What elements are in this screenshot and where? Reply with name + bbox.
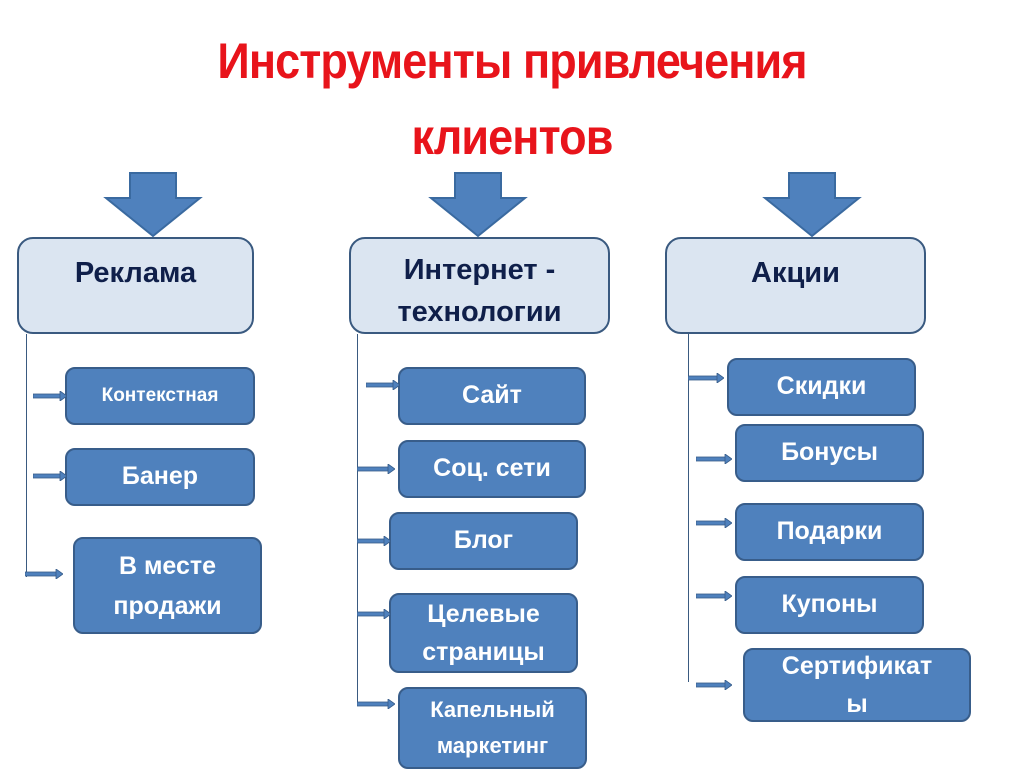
item-sots-seti: Соц. сети	[398, 440, 586, 498]
right-arrow-icon	[25, 569, 63, 579]
item-kupony: Купоны	[735, 576, 924, 634]
connector-line	[688, 334, 689, 682]
down-arrow-icon	[103, 172, 203, 238]
item-skidki: Скидки	[727, 358, 916, 416]
right-arrow-icon	[696, 680, 732, 690]
down-arrow-icon	[428, 172, 528, 238]
right-arrow-icon	[696, 454, 732, 464]
item-baner: Банер	[65, 448, 255, 506]
right-arrow-icon	[688, 373, 724, 383]
item-podarki: Подарки	[735, 503, 924, 561]
title-line-2: клиентов	[411, 109, 614, 165]
item-bonusy: Бонусы	[735, 424, 924, 482]
right-arrow-icon	[696, 591, 732, 601]
category-reklama: Реклама	[17, 237, 254, 334]
category-internet-line: Интернет -технологии	[397, 254, 562, 328]
right-arrow-icon	[357, 464, 395, 474]
connector-line	[357, 334, 358, 706]
category-internet-technologies: Интернет -технологии	[349, 237, 610, 334]
right-arrow-icon	[357, 609, 391, 619]
item-blog: Блог	[389, 512, 578, 570]
right-arrow-icon	[357, 699, 395, 709]
down-arrow-icon	[762, 172, 862, 238]
category-aktsii: Акции	[665, 237, 926, 334]
right-arrow-icon	[357, 536, 391, 546]
right-arrow-icon	[33, 471, 67, 481]
right-arrow-icon	[366, 380, 400, 390]
item-sait: Сайт	[398, 367, 586, 425]
item-kontekstnaya: Контекстная	[65, 367, 255, 425]
connector-line	[26, 334, 27, 577]
right-arrow-icon	[696, 518, 732, 528]
title-line-1: Инструменты привлечения	[217, 33, 807, 89]
right-arrow-icon	[33, 391, 67, 401]
